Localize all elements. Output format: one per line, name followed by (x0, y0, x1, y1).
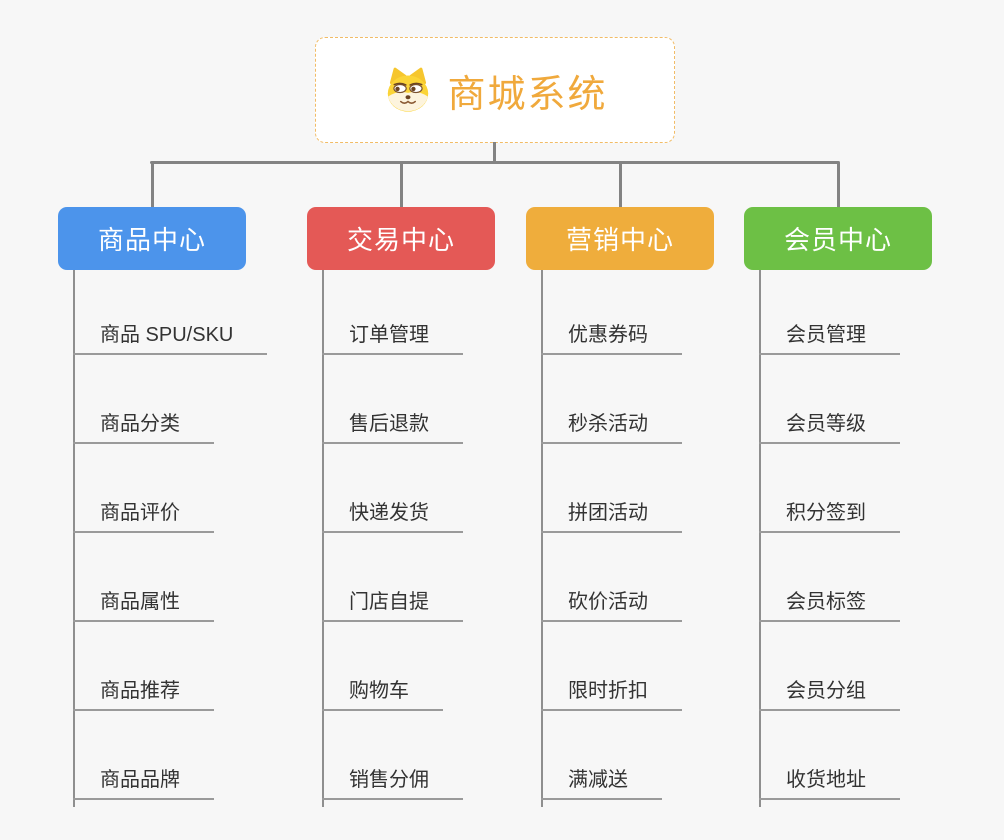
branch-column: 交易中心订单管理售后退款快递发货门店自提购物车销售分佣 (307, 207, 495, 807)
leaf-node[interactable]: 满减送 (541, 762, 662, 800)
leaf-node[interactable]: 商品推荐 (73, 673, 214, 711)
leaf-node[interactable]: 售后退款 (322, 406, 463, 444)
connector-root-stem (493, 142, 496, 163)
branch-column: 会员中心会员管理会员等级积分签到会员标签会员分组收货地址 (744, 207, 932, 807)
branch-node[interactable]: 交易中心 (307, 207, 495, 270)
trunk-line (759, 270, 761, 807)
leaf-node[interactable]: 商品品牌 (73, 762, 214, 800)
root-title: 商城系统 (447, 73, 608, 116)
leaf-node[interactable]: 收货地址 (759, 762, 900, 800)
branch-node[interactable]: 营销中心 (526, 207, 714, 270)
leaf-node[interactable]: 商品评价 (73, 495, 214, 533)
leaf-node[interactable]: 拼团活动 (541, 495, 682, 533)
trunk-line (322, 270, 324, 807)
branch-node[interactable]: 会员中心 (744, 207, 932, 270)
leaf-node[interactable]: 商品 SPU/SKU (73, 317, 268, 355)
shiba-dog-icon (382, 66, 434, 114)
connector-horizontal (150, 161, 840, 164)
leaf-node[interactable]: 销售分佣 (322, 762, 463, 800)
connector-drop (837, 163, 840, 207)
connector-drop (400, 163, 403, 207)
leaf-node[interactable]: 快递发货 (322, 495, 463, 533)
leaf-node[interactable]: 限时折扣 (541, 673, 682, 711)
leaf-node[interactable]: 秒杀活动 (541, 406, 682, 444)
leaf-node[interactable]: 订单管理 (322, 317, 463, 355)
connector-drop (619, 163, 622, 207)
leaf-node[interactable]: 会员等级 (759, 406, 900, 444)
trunk-line (541, 270, 543, 807)
leaf-node[interactable]: 砍价活动 (541, 584, 682, 622)
leaf-node[interactable]: 会员分组 (759, 673, 900, 711)
leaf-node[interactable]: 会员管理 (759, 317, 900, 355)
branch-column: 营销中心优惠券码秒杀活动拼团活动砍价活动限时折扣满减送 (526, 207, 714, 807)
branch-node[interactable]: 商品中心 (58, 207, 246, 270)
leaf-node[interactable]: 会员标签 (759, 584, 900, 622)
trunk-line (73, 270, 75, 807)
leaf-node[interactable]: 门店自提 (322, 584, 463, 622)
leaf-node[interactable]: 优惠券码 (541, 317, 682, 355)
leaf-node[interactable]: 积分签到 (759, 495, 900, 533)
leaf-node[interactable]: 购物车 (322, 673, 443, 711)
branch-column: 商品中心商品 SPU/SKU 商品分类商品评价商品属性商品推荐商品品牌 (58, 207, 268, 807)
root-node[interactable]: 商城系统 (315, 37, 675, 143)
connector-drop (151, 163, 154, 207)
leaf-node[interactable]: 商品属性 (73, 584, 214, 622)
leaf-node[interactable]: 商品分类 (73, 406, 214, 444)
